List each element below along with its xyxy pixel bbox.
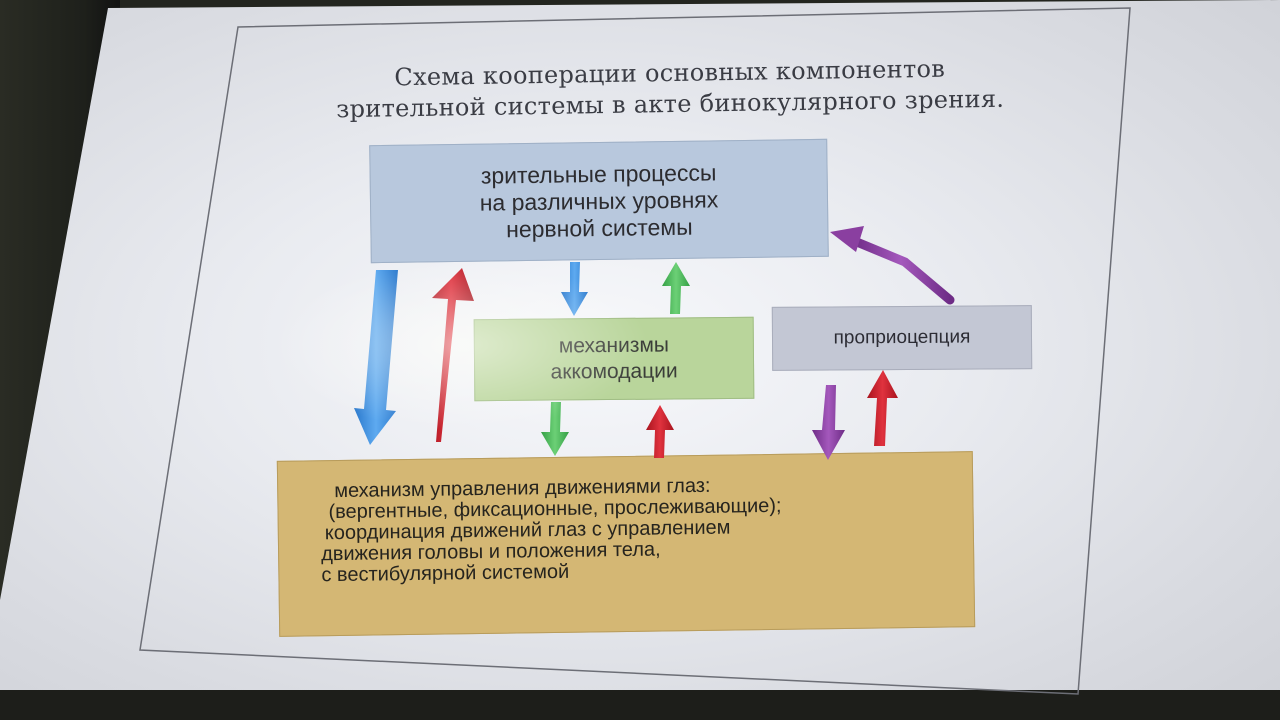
arrow-up-red-large [428, 268, 474, 442]
arrow-down-blue-large [354, 270, 398, 445]
arrow-up-red-proprio [867, 370, 898, 446]
arrow-down-purple [812, 385, 845, 460]
arrow-curved-purple [830, 226, 955, 305]
arrow-down-green-small [541, 402, 569, 456]
screen-bezel-bottom [0, 690, 1280, 720]
arrow-down-blue-small [561, 262, 588, 316]
arrow-up-red-small [646, 405, 674, 458]
arrow-up-green-small [662, 262, 690, 314]
